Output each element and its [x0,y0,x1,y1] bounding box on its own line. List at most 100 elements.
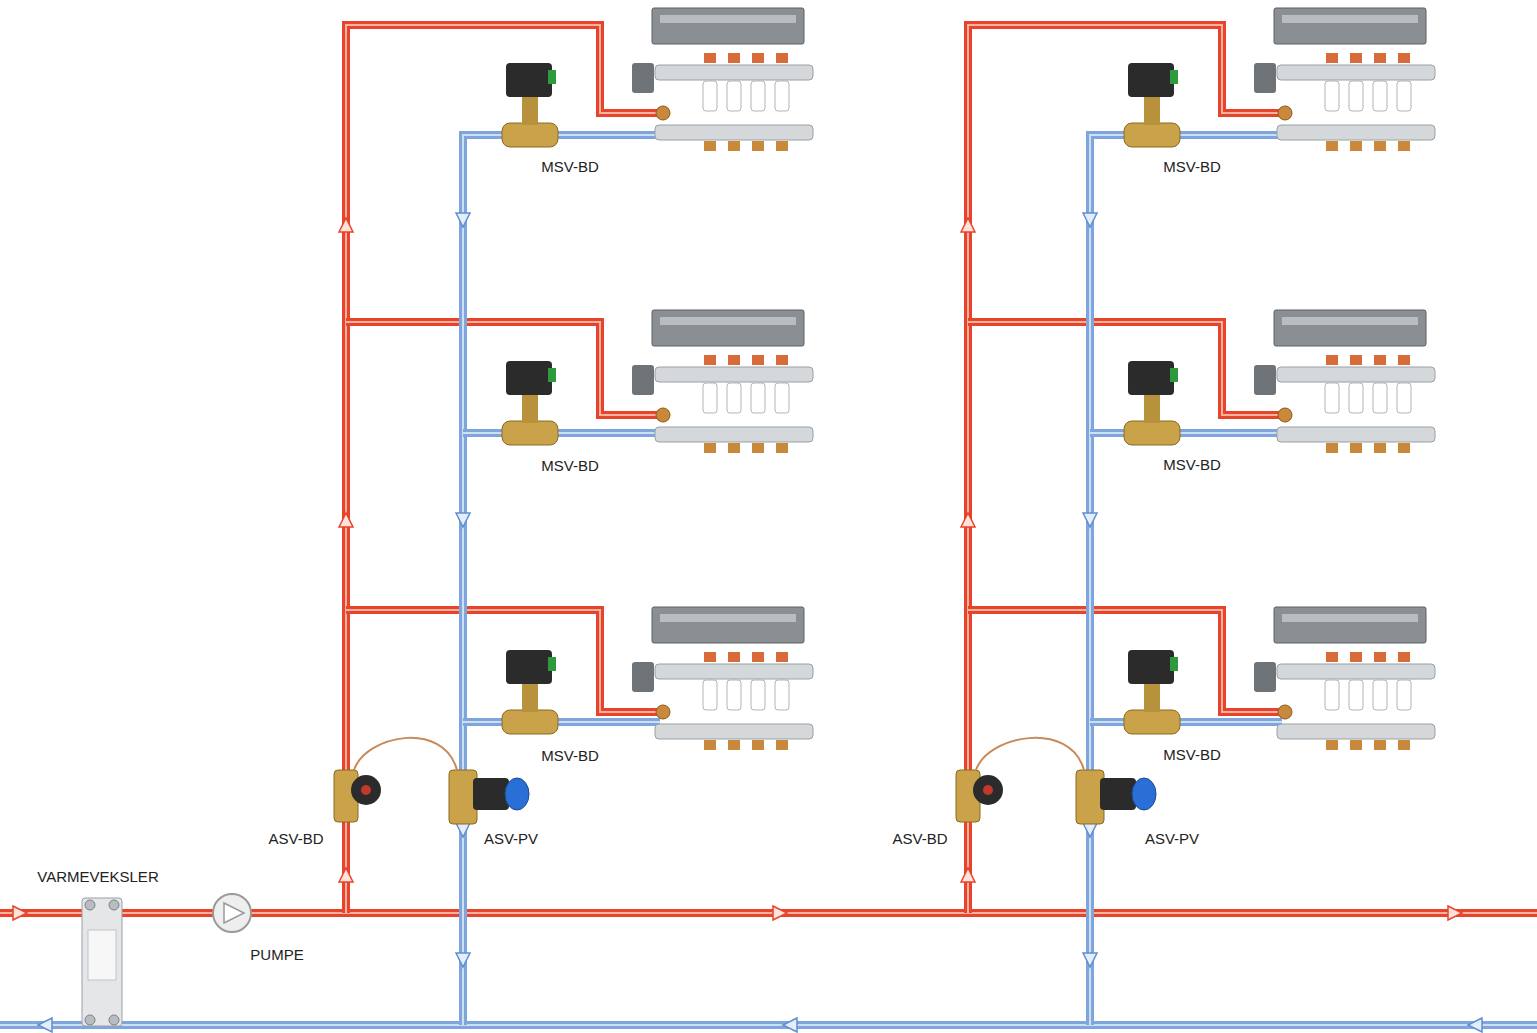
valve-neck [1144,95,1160,125]
actuator [775,383,789,413]
valve-cap [776,53,788,63]
return-pipe [463,135,660,1025]
heat-exchanger-port [85,900,95,910]
controller-panel [1282,15,1418,23]
valve-actuator [506,361,552,395]
supply-pipe [346,322,660,415]
pipe-highlight [1090,721,1282,723]
valve-body [1124,421,1180,445]
valve-cap [1374,652,1386,662]
pump-triangle [224,903,244,923]
valve-cap [704,53,716,63]
manifold-pump [1254,662,1276,692]
outlet-fitting [1326,443,1338,453]
actuator [775,81,789,111]
heat-exchanger [82,898,122,1026]
manifold-bar [655,125,813,140]
heat-exchanger-port [85,1015,95,1025]
actuator [703,680,717,710]
supply-pipe [968,322,1282,415]
pipe-highlight [463,432,660,434]
manifold-pump [1254,365,1276,395]
actuator [727,680,741,710]
valve-label: ASV-BD [890,830,949,848]
heat-exchanger-port [109,1015,119,1025]
actuator [1373,81,1387,111]
valve-neck [522,95,538,125]
valve-body [502,421,558,445]
flow-arrow [456,513,470,527]
valve-cap [1326,355,1338,365]
actuator [1397,81,1411,111]
outlet-fitting [1350,740,1362,750]
valve-body [502,123,558,147]
valve-indicator [1170,657,1178,671]
outlet-fitting [1398,141,1410,151]
outlet-fitting [1374,141,1386,151]
return-pipe [1090,429,1282,437]
manifold-pump [632,365,654,395]
controller-box [1274,8,1426,44]
inlet-fitting [1278,705,1292,719]
flow-arrow [783,1018,797,1032]
valve-cap [1350,53,1362,63]
manifold-pump [632,63,654,93]
manifold-pump [632,662,654,692]
outlet-fitting [1374,443,1386,453]
outlet-fitting [1326,740,1338,750]
flow-arrow [13,906,27,920]
pipe-highlight [968,322,1282,415]
valve-cap [776,355,788,365]
flow-arrow [456,953,470,967]
outlet-fitting [1398,443,1410,453]
valve-neck [1144,682,1160,712]
inlet-fitting [656,408,670,422]
valve-indicator [1170,368,1178,382]
return-pipe [463,718,660,726]
heat-exchanger-plate [88,930,116,980]
controller-panel [660,15,796,23]
pipe-highlight [463,721,660,723]
actuator [1349,383,1363,413]
valve-cap [1398,652,1410,662]
controller-panel [660,614,796,622]
valve-body [1124,710,1180,734]
flow-arrow [456,823,470,837]
asv-bd-indicator [361,785,371,795]
heat-exchanger-port [109,900,119,910]
valve-cap [728,53,740,63]
asv-pv-knob [505,778,529,810]
outlet-fitting [1398,740,1410,750]
flow-arrow [1083,513,1097,527]
flow-arrow [961,868,975,882]
valve-indicator [548,70,556,84]
controller-panel [1282,317,1418,325]
valve-actuator [506,650,552,684]
pipe-highlight [1090,135,1282,1025]
valve-cap [1326,53,1338,63]
valve-cap [1374,53,1386,63]
outlet-fitting [752,740,764,750]
flow-arrow [339,868,353,882]
valve-cap [704,652,716,662]
inlet-fitting [656,705,670,719]
component-label: PUMPE [248,946,305,964]
pipe-highlight [968,25,1282,913]
valve-actuator [506,63,552,97]
flow-arrow [1468,1018,1482,1032]
manifold-bar [1277,65,1435,80]
valve-label: ASV-PV [482,830,540,848]
manifold-bar [655,65,813,80]
return-pipe [463,429,660,437]
outlet-fitting [728,443,740,453]
inlet-fitting [1278,106,1292,120]
valve-cap [728,652,740,662]
asv-bd-handle [973,775,1003,805]
valve-cap [776,652,788,662]
valve-cap [1326,652,1338,662]
flow-arrow [1083,953,1097,967]
manifold-bar [1277,664,1435,679]
valve-neck [522,393,538,423]
manifold-bar [1277,125,1435,140]
flow-arrow [961,513,975,527]
